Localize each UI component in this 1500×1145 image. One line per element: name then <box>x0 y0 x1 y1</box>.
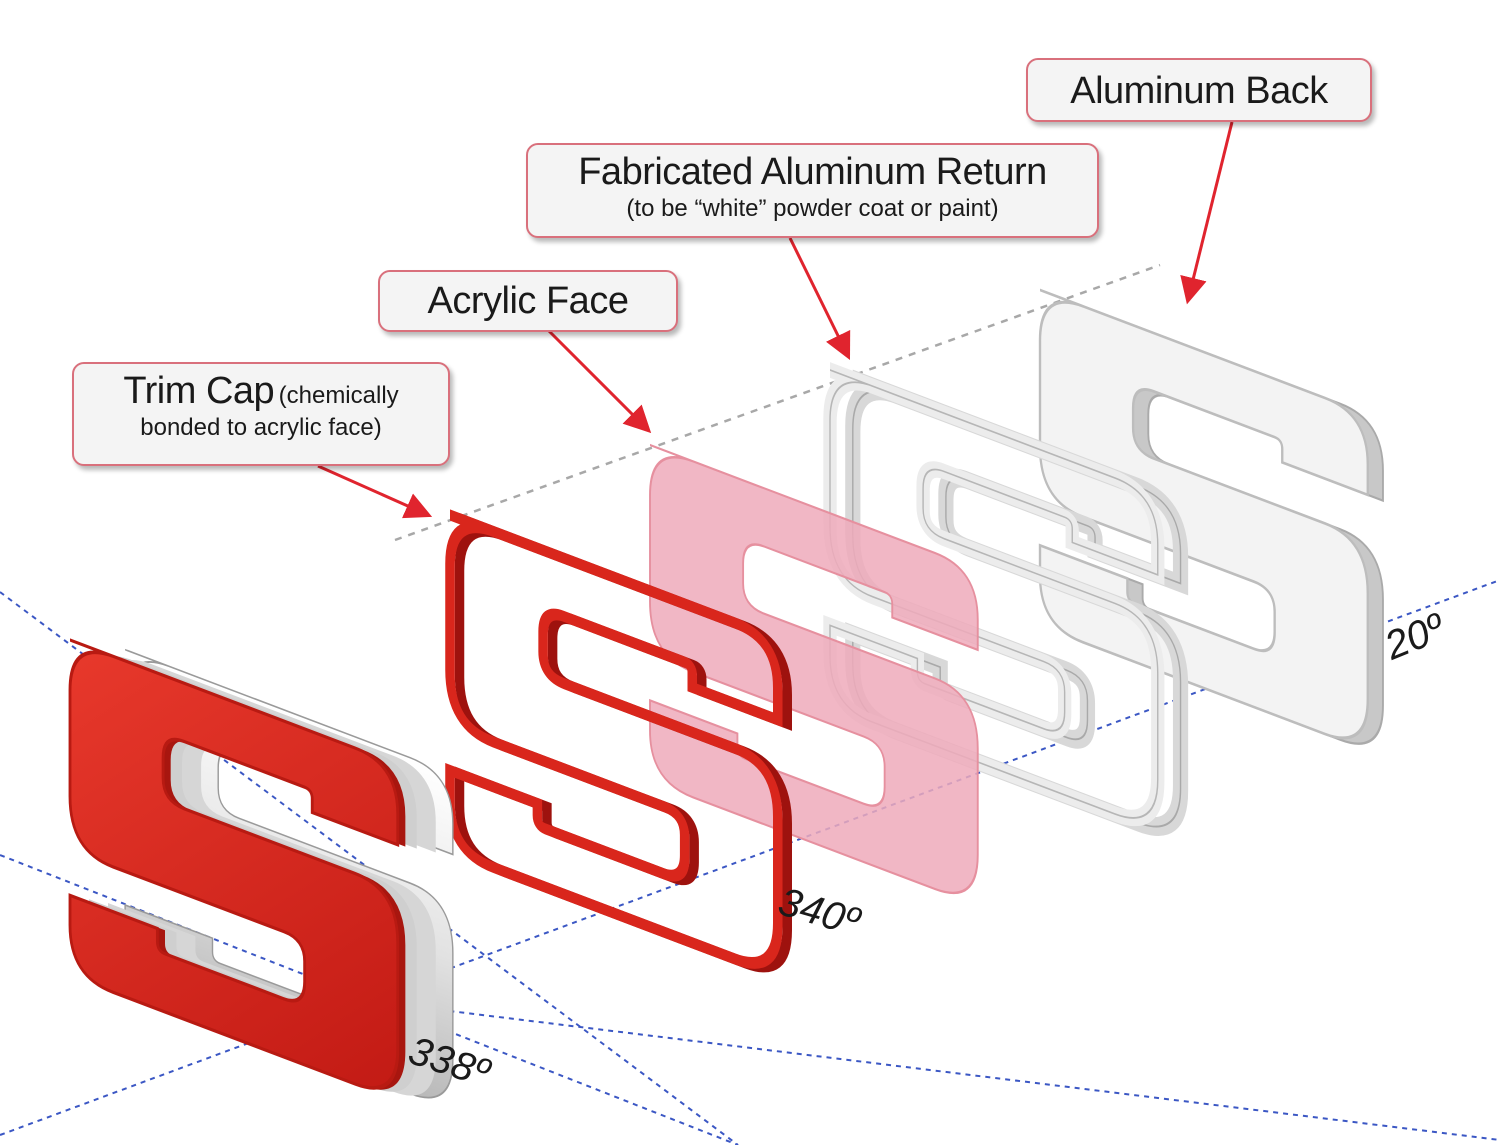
fabricated-return-label: Fabricated Aluminum Return <box>578 151 1047 193</box>
trim-cap-label: Trim Cap <box>123 370 275 412</box>
guide-line-340-upper <box>359 999 1500 1141</box>
arrow-fabricated-return <box>788 237 851 361</box>
arrow-aluminum-back <box>1180 121 1234 305</box>
acrylic-face-label: Acrylic Face <box>427 280 629 322</box>
arrow-acrylic-face <box>546 328 652 434</box>
callout-aluminum-back: Aluminum Back <box>1026 58 1372 122</box>
aluminum-back-label: Aluminum Back <box>1070 70 1328 112</box>
guide-line-340-lower <box>0 854 739 1145</box>
trim-cap-note-inline: (chemically <box>278 382 399 409</box>
arrow-trim-cap <box>317 464 433 519</box>
callout-fabricated-return: Fabricated Aluminum Return (to be “white… <box>526 143 1099 238</box>
fabricated-return-note: (to be “white” powder coat or paint) <box>626 194 999 222</box>
callout-acrylic-face: Acrylic Face <box>378 270 678 332</box>
assembled-letter <box>68 638 454 1111</box>
callout-arrows <box>317 121 1234 519</box>
trim-cap-note-line2: bonded to acrylic face) <box>140 413 382 441</box>
callout-trim-cap: Trim Cap (chemically bonded to acrylic f… <box>72 362 450 466</box>
guide-line-top <box>394 263 1161 542</box>
